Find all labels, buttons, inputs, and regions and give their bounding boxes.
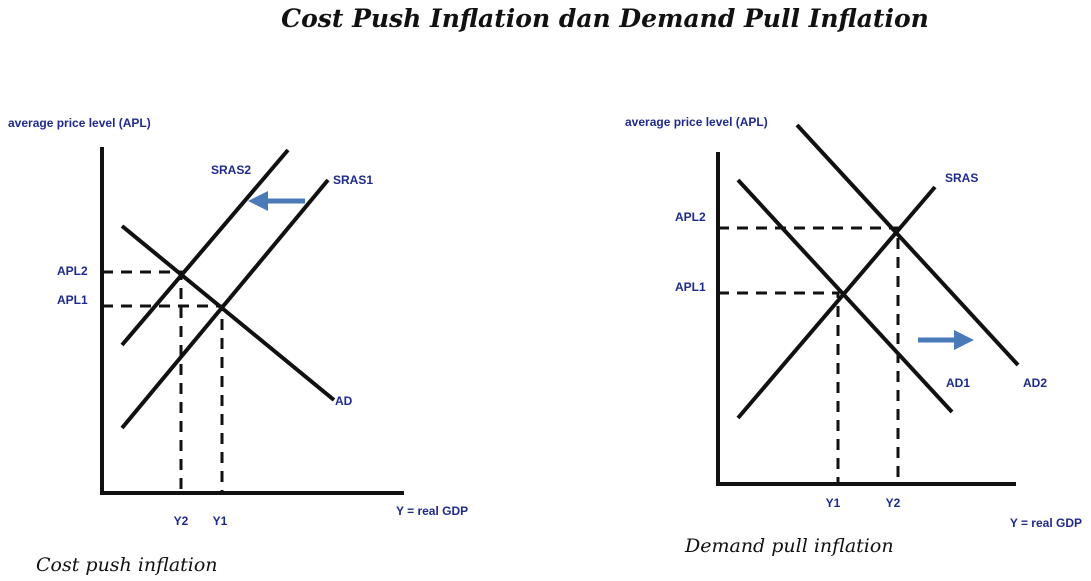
left-sras2-label: SRAS2 <box>211 163 251 177</box>
right-caption: Demand pull inflation <box>684 535 894 557</box>
left-sras2-curve <box>120 148 290 347</box>
left-caption: Cost push inflation <box>36 554 218 576</box>
left-axes <box>100 147 404 495</box>
right-ad2-label: AD2 <box>1023 376 1047 390</box>
right-x-axis-label: Y = real GDP <box>1010 516 1082 530</box>
right-y-axis-label: average price level (APL) <box>625 115 768 129</box>
arrow-right-icon <box>918 330 974 350</box>
left-sras1-label: SRAS1 <box>333 173 373 187</box>
left-sras1-curve <box>120 178 330 430</box>
right-ad2-curve <box>795 123 1020 367</box>
page-title: Cost Push Inflation dan Demand Pull Infl… <box>281 4 929 33</box>
left-apl1-dashed-guide <box>102 304 224 493</box>
left-y1-label: Y1 <box>213 514 228 528</box>
right-sras-curve <box>736 185 937 420</box>
left-apl2-label: APL2 <box>57 264 88 278</box>
right-apl2-label: APL2 <box>675 210 706 224</box>
demand-pull-diagram: average price level (APL) SRAS AD1 AD2 A… <box>625 115 1082 557</box>
right-ad1-label: AD1 <box>946 376 970 390</box>
right-axes <box>716 152 1016 486</box>
left-apl1-label: APL1 <box>57 293 88 307</box>
left-apl2-dashed-guide <box>102 270 183 493</box>
left-ad-label: AD <box>335 394 353 408</box>
left-ad-curve <box>120 224 336 402</box>
right-y1-label: Y1 <box>826 496 841 510</box>
right-ad1-curve <box>736 178 954 414</box>
left-y2-label: Y2 <box>174 514 189 528</box>
right-y2-label: Y2 <box>886 496 901 510</box>
right-sras-label: SRAS <box>945 171 978 185</box>
right-apl1-label: APL1 <box>675 280 706 294</box>
cost-push-diagram: average price level (APL) SRAS2 SRAS1 AD… <box>8 116 468 576</box>
left-y-axis-label: average price level (APL) <box>8 116 151 130</box>
left-x-axis-label: Y = real GDP <box>396 504 468 518</box>
right-apl1-dashed-guide <box>718 291 840 484</box>
right-apl2-dashed-guide <box>718 226 900 484</box>
arrow-left-icon <box>248 191 305 211</box>
